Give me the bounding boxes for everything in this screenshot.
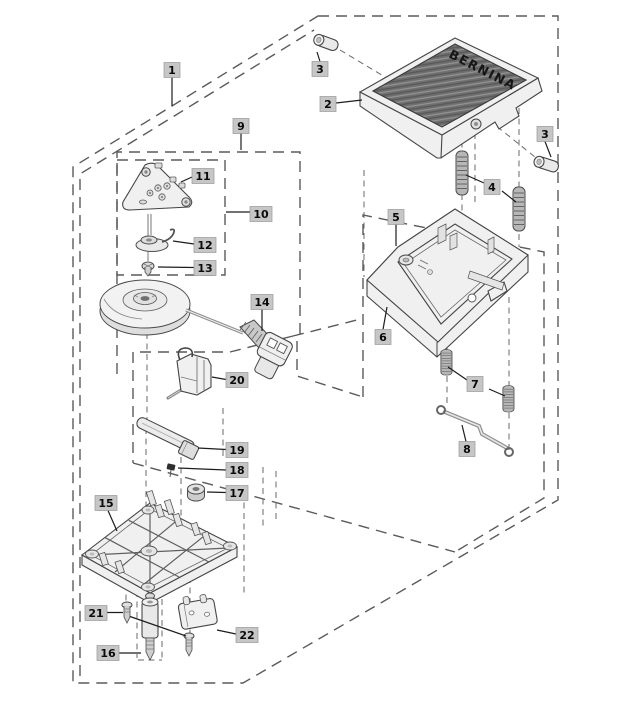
pin-part3-left (313, 33, 339, 52)
grommet-part17 (187, 483, 205, 502)
outer-assembly-boundary-1 (72, 15, 559, 684)
screw-part13 (141, 261, 155, 277)
part-callout-13: 13 (193, 260, 217, 276)
standoff-screw-part16 (141, 592, 159, 661)
svg-text:11: 11 (195, 170, 210, 183)
svg-text:5: 5 (392, 211, 400, 224)
pedal-base-frame-part5-6 (366, 208, 529, 358)
svg-text:19: 19 (229, 444, 244, 457)
part-callout-3a: 3 (311, 61, 329, 77)
wire-bar-part8 (436, 405, 514, 457)
part-callout-10: 10 (249, 206, 273, 222)
svg-text:22: 22 (239, 629, 254, 642)
lever-group-boundary (132, 335, 294, 463)
frame-group-boundary (362, 214, 545, 553)
part-callout-1: 1 (163, 62, 181, 78)
svg-text:10: 10 (253, 208, 269, 221)
svg-text:6: 6 (379, 331, 387, 344)
svg-text:12: 12 (197, 239, 212, 252)
inner-left-boundary (79, 29, 315, 676)
pedal-rib-surface (371, 43, 528, 128)
part-callout-7: 7 (466, 376, 484, 392)
spring-part4-left (455, 150, 469, 196)
svg-text:21: 21 (88, 607, 103, 620)
svg-text:16: 16 (100, 647, 116, 660)
cable-connector-part14 (185, 308, 293, 380)
cam-part12 (135, 228, 176, 252)
svg-text:9: 9 (237, 120, 245, 133)
part-callout-21: 21 (84, 605, 108, 621)
part-callout-15: 15 (94, 495, 118, 511)
spring-part7-left (440, 349, 453, 376)
part-callout-11: 11 (191, 168, 215, 184)
spring-part4-right (512, 186, 526, 232)
switch-part20 (166, 347, 212, 400)
assembly-boundaries (72, 15, 559, 684)
spring-part7-right (502, 385, 515, 413)
svg-text:8: 8 (463, 443, 471, 456)
leader-lines (107, 51, 552, 654)
svg-text:13: 13 (197, 262, 212, 275)
pedal-top-cover-part2: BERNINA (358, 37, 543, 159)
screw-part21 (121, 601, 133, 624)
part-callout-17: 17 (225, 485, 249, 501)
screw-part21-second (183, 632, 195, 657)
part-callout-19: 19 (225, 442, 249, 458)
svg-text:3: 3 (541, 128, 549, 141)
pulley-disc (99, 279, 191, 336)
part-callout-14: 14 (250, 294, 274, 310)
pcb-plate-part11 (122, 162, 193, 261)
svg-text:18: 18 (229, 464, 244, 477)
svg-text:14: 14 (254, 296, 270, 309)
part-callout-16: 16 (96, 645, 120, 661)
part-callout-8: 8 (458, 441, 476, 457)
part-callout-12: 12 (193, 237, 217, 253)
part-callout-22: 22 (235, 627, 259, 643)
svg-text:15: 15 (98, 497, 113, 510)
lever-part19 (136, 417, 200, 460)
svg-text:3: 3 (316, 63, 324, 76)
part-callout-18: 18 (225, 462, 249, 478)
clip-part18 (166, 463, 176, 478)
part-callout-5: 5 (387, 209, 405, 225)
svg-text:1: 1 (168, 64, 176, 77)
svg-text:7: 7 (471, 378, 479, 391)
bracket-part22 (177, 594, 218, 630)
part-callouts: 1 2 3 3 4 5 6 7 8 9 10 11 12 13 14 (84, 61, 554, 661)
svg-text:4: 4 (488, 181, 496, 194)
svg-text:2: 2 (324, 98, 332, 111)
svg-text:20: 20 (229, 374, 245, 387)
group-boundary-10 (116, 159, 226, 276)
svg-text:17: 17 (229, 487, 244, 500)
part-callout-4: 4 (483, 179, 501, 195)
part-callout-6: 6 (374, 329, 392, 345)
part-callout-2: 2 (319, 96, 337, 112)
part-callout-9: 9 (232, 118, 250, 134)
part-callout-20: 20 (225, 372, 249, 388)
pin-part3-right (533, 155, 560, 173)
part-callout-3b: 3 (536, 126, 554, 142)
